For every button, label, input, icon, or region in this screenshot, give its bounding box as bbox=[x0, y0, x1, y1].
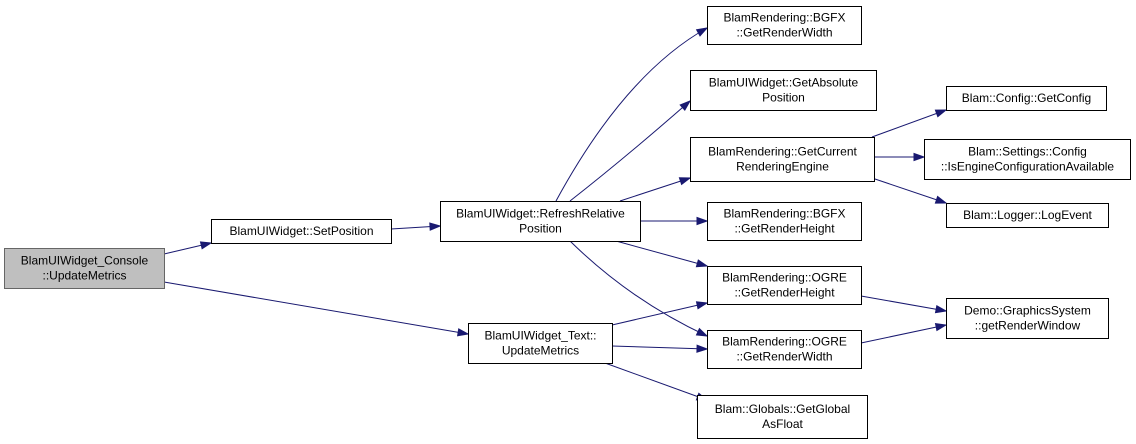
edge-n3-n8 bbox=[611, 302, 708, 326]
arrowhead-n8-n14 bbox=[934, 305, 948, 314]
arrowhead-n2-n7 bbox=[696, 216, 709, 226]
arrowhead-n2-n8 bbox=[695, 259, 709, 268]
node-ogre-get-render-height-label-line-2: ::GetRenderHeight bbox=[734, 286, 835, 300]
arrowhead-n9-n14 bbox=[934, 323, 948, 332]
arrowhead-n2-n4 bbox=[695, 27, 709, 37]
node-refresh-relative-position-label-line-1: BlamUIWidget::RefreshRelative bbox=[456, 207, 625, 221]
node-bgfx-get-render-height-label-line-1: BlamRendering::BGFX bbox=[723, 207, 845, 221]
edge-n9-n14 bbox=[860, 324, 947, 344]
node-globals-get-global-as-float-label-line-1: Blam::Globals::GetGlobal bbox=[715, 402, 850, 416]
node-ogre-get-render-height[interactable]: BlamRendering::OGRE::GetRenderHeight bbox=[707, 266, 862, 305]
node-update-metrics-console-label-line-2: ::UpdateMetrics bbox=[42, 269, 126, 283]
node-set-position-label-line-1: BlamUIWidget::SetPosition bbox=[229, 224, 373, 238]
edge-n8-n14 bbox=[860, 295, 947, 312]
node-update-metrics-console-box bbox=[4, 248, 165, 289]
node-graphics-system-get-render-window-box bbox=[946, 298, 1109, 339]
edge-n3-n9 bbox=[611, 345, 708, 350]
node-get-current-rendering-engine-box bbox=[690, 137, 875, 182]
node-update-metrics-console-label-line-1: BlamUIWidget_Console bbox=[21, 254, 149, 268]
node-globals-get-global-as-float-label-line-2: AsFloat bbox=[762, 417, 803, 431]
edges-layer bbox=[163, 27, 948, 401]
node-get-absolute-position-box bbox=[690, 70, 877, 111]
arrowhead-n1-n2 bbox=[429, 222, 442, 231]
node-bgfx-get-render-width[interactable]: BlamRendering::BGFX::GetRenderWidth bbox=[707, 6, 862, 45]
node-bgfx-get-render-height[interactable]: BlamRendering::BGFX::GetRenderHeight bbox=[707, 202, 862, 241]
arrowhead-n0-n1 bbox=[199, 241, 213, 250]
node-ogre-get-render-width-box bbox=[707, 330, 862, 369]
node-bgfx-get-render-width-box bbox=[707, 6, 862, 45]
node-bgfx-get-render-width-label-line-2: ::GetRenderWidth bbox=[736, 26, 832, 40]
edge-n0-n3 bbox=[163, 281, 469, 335]
node-config-get-config-box bbox=[946, 86, 1107, 111]
node-ogre-get-render-height-label-line-1: BlamRendering::OGRE bbox=[722, 271, 847, 285]
node-ogre-get-render-width-label-line-1: BlamRendering::OGRE bbox=[722, 335, 847, 349]
arrowhead-n6-n12 bbox=[913, 152, 926, 162]
node-graphics-system-get-render-window-label-line-2: ::getRenderWindow bbox=[975, 319, 1081, 333]
node-bgfx-get-render-height-box bbox=[707, 202, 862, 241]
node-ogre-get-render-width-label-line-2: ::GetRenderWidth bbox=[736, 350, 832, 364]
node-settings-config-is-engine-configuration-available-box bbox=[924, 139, 1131, 180]
edge-n2-n8 bbox=[615, 240, 708, 267]
node-get-current-rendering-engine-label-line-2: RenderingEngine bbox=[736, 160, 829, 174]
edge-n2-n5 bbox=[569, 100, 691, 202]
node-logger-log-event[interactable]: Blam::Logger::LogEvent bbox=[946, 203, 1109, 228]
edge-n2-n9 bbox=[569, 240, 708, 337]
node-globals-get-global-as-float-box bbox=[697, 395, 868, 439]
arrowhead-n6-n13 bbox=[934, 195, 948, 204]
edge-n2-n4 bbox=[555, 27, 708, 202]
node-refresh-relative-position-label-line-2: Position bbox=[519, 222, 562, 236]
arrowhead-n2-n5 bbox=[679, 99, 692, 112]
node-graphics-system-get-render-window[interactable]: Demo::GraphicsSystem::getRenderWindow bbox=[946, 298, 1109, 339]
arrowhead-n3-n9 bbox=[696, 344, 709, 353]
node-refresh-relative-position-box bbox=[440, 201, 641, 242]
node-bgfx-get-render-height-label-line-2: ::GetRenderHeight bbox=[734, 222, 835, 236]
node-set-position-box bbox=[211, 219, 392, 244]
node-logger-log-event-box bbox=[946, 203, 1109, 228]
node-settings-config-is-engine-configuration-available[interactable]: Blam::Settings::Config::IsEngineConfigur… bbox=[924, 139, 1131, 180]
edge-n6-n11 bbox=[871, 109, 947, 138]
edge-n3-n10 bbox=[604, 362, 708, 401]
arrowhead-n2-n9 bbox=[695, 327, 709, 337]
node-ogre-get-render-width[interactable]: BlamRendering::OGRE::GetRenderWidth bbox=[707, 330, 862, 369]
node-get-current-rendering-engine-label-line-1: BlamRendering::GetCurrent bbox=[708, 145, 857, 159]
node-bgfx-get-render-width-label-line-1: BlamRendering::BGFX bbox=[723, 11, 845, 25]
edge-n6-n13 bbox=[871, 177, 947, 204]
arrowhead-n0-n3 bbox=[456, 328, 470, 337]
node-text-update-metrics-label-line-2: UpdateMetrics bbox=[502, 344, 579, 358]
node-ogre-get-render-height-box bbox=[707, 266, 862, 305]
arrowhead-n2-n6 bbox=[678, 177, 692, 186]
node-text-update-metrics[interactable]: BlamUIWidget_Text::UpdateMetrics bbox=[468, 323, 613, 364]
node-update-metrics-console[interactable]: BlamUIWidget_Console::UpdateMetrics bbox=[4, 248, 165, 289]
node-logger-log-event-label-line-1: Blam::Logger::LogEvent bbox=[963, 208, 1092, 222]
node-get-absolute-position-label-line-1: BlamUIWidget::GetAbsolute bbox=[709, 76, 859, 90]
node-settings-config-is-engine-configuration-available-label-line-2: ::IsEngineConfigurationAvailable bbox=[941, 160, 1115, 174]
node-set-position[interactable]: BlamUIWidget::SetPosition bbox=[211, 219, 392, 244]
edge-n2-n6 bbox=[619, 177, 691, 202]
node-config-get-config[interactable]: Blam::Config::GetConfig bbox=[946, 86, 1107, 111]
node-graphics-system-get-render-window-label-line-1: Demo::GraphicsSystem bbox=[964, 304, 1091, 318]
node-text-update-metrics-box bbox=[468, 323, 613, 364]
arrowhead-n3-n8 bbox=[695, 301, 709, 310]
node-settings-config-is-engine-configuration-available-label-line-1: Blam::Settings::Config bbox=[968, 145, 1087, 159]
node-get-absolute-position-label-line-2: Position bbox=[762, 91, 805, 105]
node-config-get-config-label-line-1: Blam::Config::GetConfig bbox=[962, 91, 1091, 105]
arrowhead-n6-n11 bbox=[934, 109, 948, 118]
node-text-update-metrics-label-line-1: BlamUIWidget_Text:: bbox=[484, 329, 596, 343]
nodes-layer: BlamUIWidget_Console::UpdateMetricsBlamU… bbox=[4, 6, 1131, 439]
